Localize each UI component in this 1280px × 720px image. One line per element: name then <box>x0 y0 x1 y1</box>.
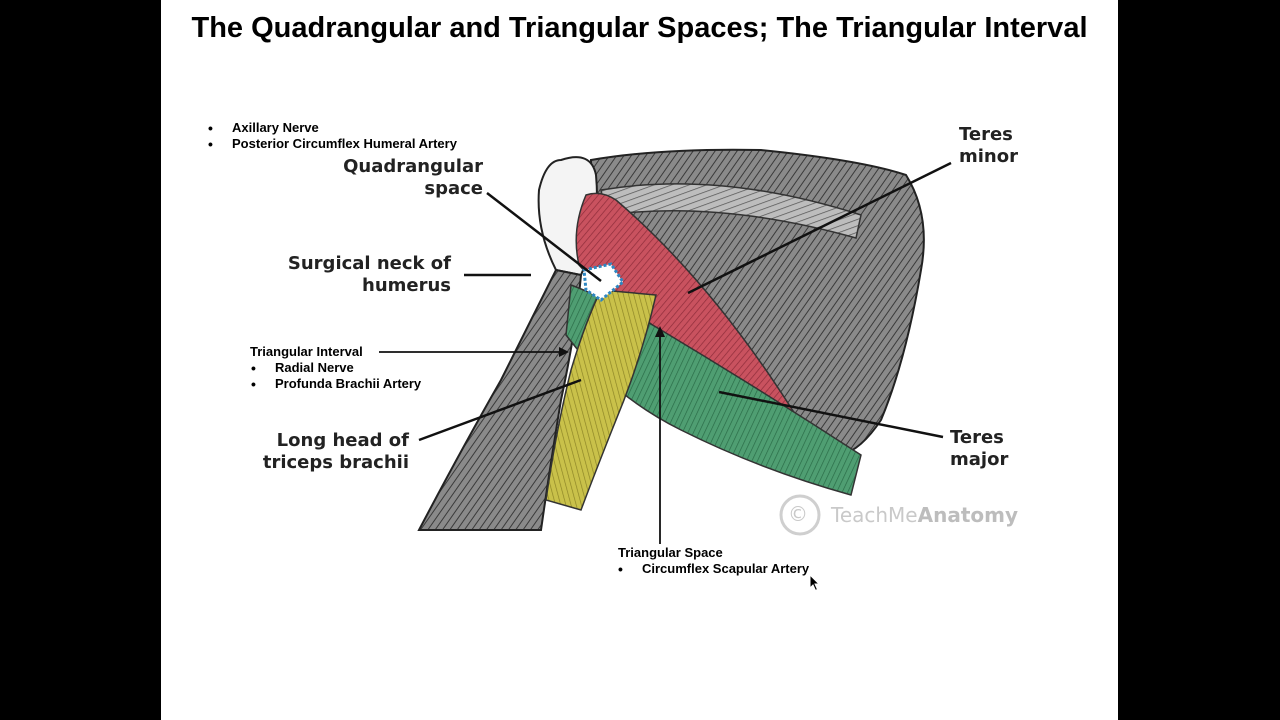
lateral-head-triceps <box>417 268 583 531</box>
watermark-circle <box>779 494 821 536</box>
mouse-cursor-icon <box>809 574 821 592</box>
slide: The Quadrangular and Triangular Spaces; … <box>161 0 1118 720</box>
label-surgical-neck: Surgical neck of humerus <box>287 253 451 296</box>
triangular-space-list: Circumflex Scapular Artery <box>618 561 809 577</box>
leader-long-head <box>418 378 582 442</box>
arrowhead-triangular-space <box>655 326 665 337</box>
slide-title: The Quadrangular and Triangular Spaces; … <box>191 12 1088 44</box>
leader-teres-major <box>718 390 944 439</box>
quadrangular-contents-list: Axillary Nerve Posterior Circumflex Hume… <box>208 120 457 152</box>
leader-quadrangular <box>486 192 602 282</box>
label-long-head-triceps: Long head of triceps brachii <box>262 430 409 473</box>
quadrangular-space-marker <box>582 262 626 302</box>
scapular-spine <box>600 183 862 239</box>
list-item: Circumflex Scapular Artery <box>618 561 809 577</box>
triangular-interval-heading: Triangular Interval <box>250 344 363 359</box>
list-item: Radial Nerve <box>251 360 421 376</box>
long-head-triceps-muscle <box>545 289 657 511</box>
arrowhead-triangular-interval <box>559 347 569 357</box>
triangular-space-heading: Triangular Space <box>618 545 723 560</box>
list-item: Axillary Nerve <box>208 120 457 136</box>
watermark: © <box>788 502 808 526</box>
label-quadrangular-space: Quadrangular space <box>343 156 483 199</box>
triangular-interval-list: Radial Nerve Profunda Brachii Artery <box>251 360 421 392</box>
watermark-text: TeachMeAnatomy <box>831 503 1019 527</box>
shoulder-diagram <box>379 148 952 544</box>
watermark-symbol: © <box>788 502 808 526</box>
leader-teres-minor <box>687 161 952 295</box>
list-item: Profunda Brachii Artery <box>251 376 421 392</box>
label-teres-minor: Teres minor <box>959 124 1018 167</box>
label-teres-major: Teres major <box>950 427 1009 470</box>
list-item: Posterior Circumflex Humeral Artery <box>208 136 457 152</box>
